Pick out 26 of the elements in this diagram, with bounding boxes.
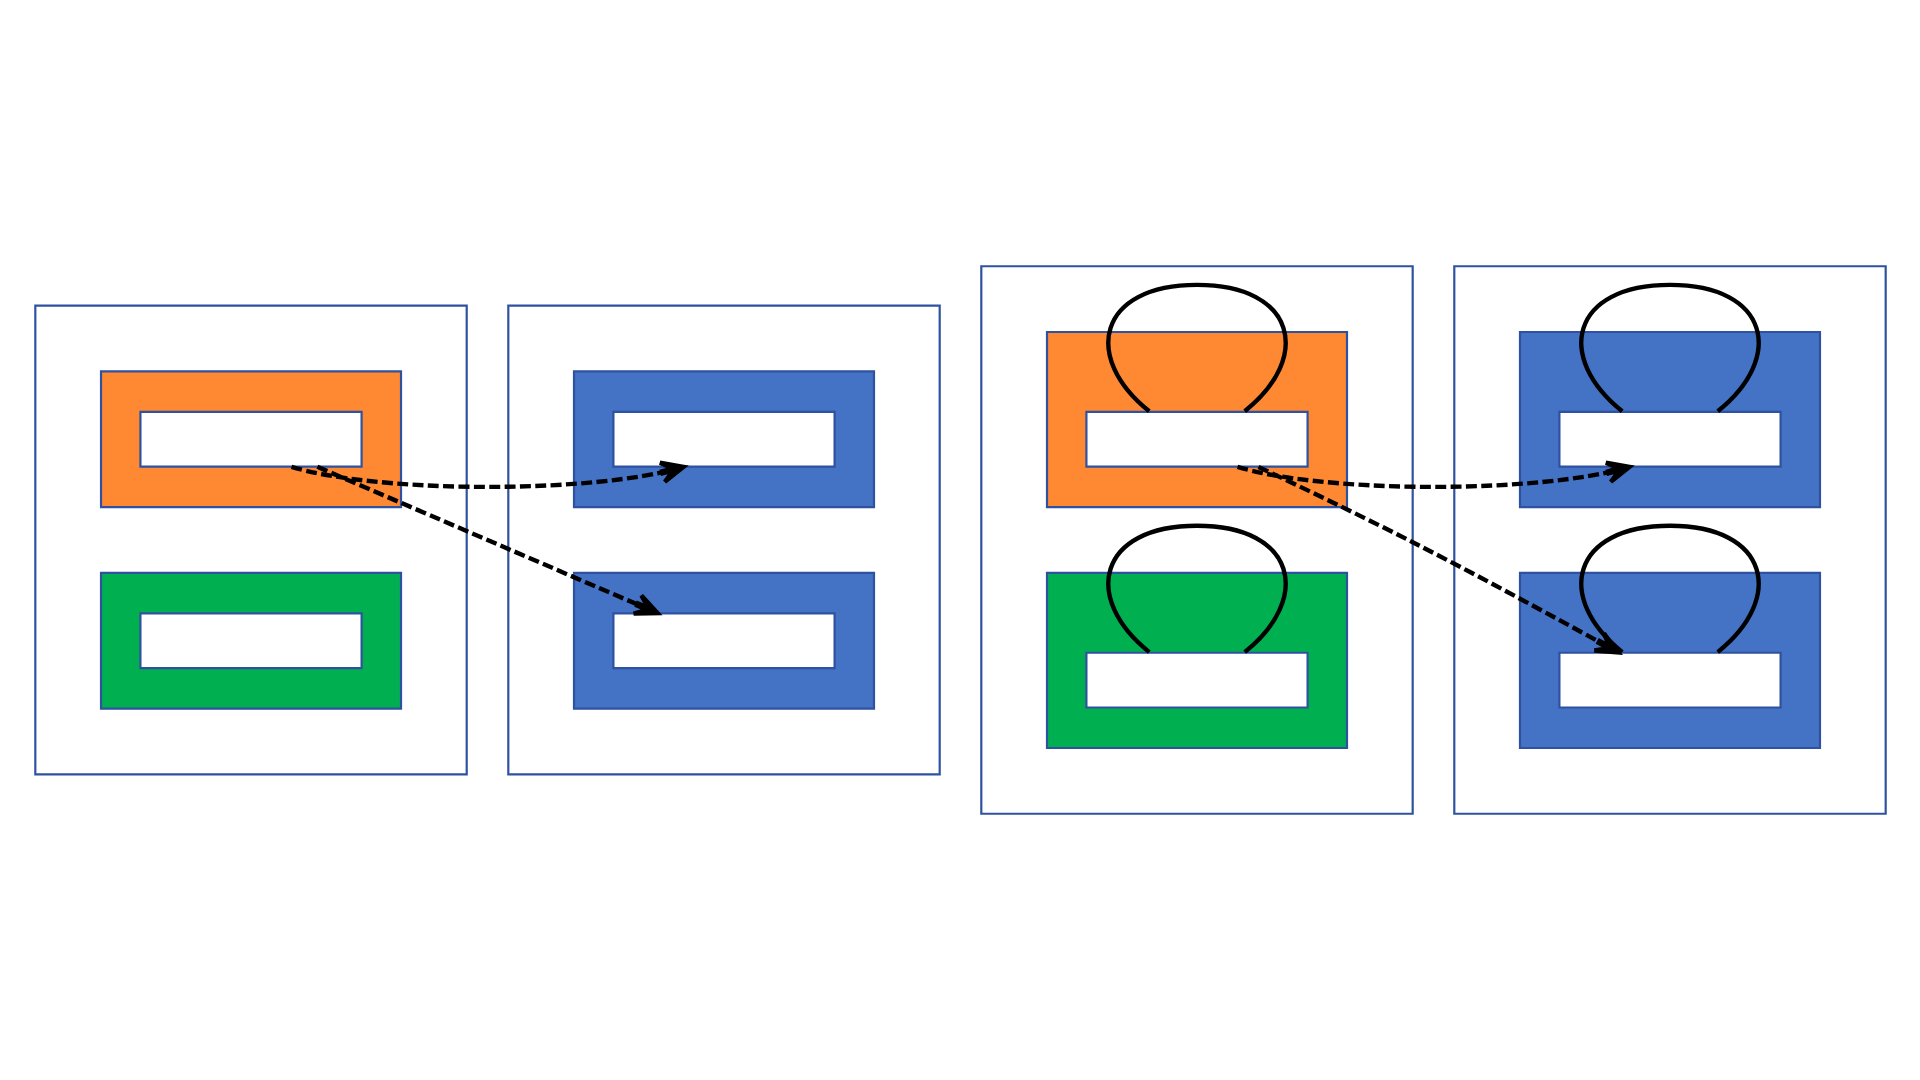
node-box	[138, 612, 363, 670]
node-box	[138, 410, 363, 468]
cluster	[1045, 330, 1348, 509]
node-box	[611, 410, 836, 468]
arrow	[1236, 460, 1632, 489]
arrow	[316, 464, 660, 616]
arrow	[290, 460, 686, 489]
connector	[1105, 282, 1288, 413]
cluster	[1452, 265, 1887, 815]
node-box	[611, 612, 836, 670]
cluster	[979, 265, 1414, 815]
node-box	[1084, 651, 1309, 709]
connector	[1578, 282, 1761, 413]
cluster	[572, 571, 875, 710]
cluster	[99, 571, 402, 710]
node-box	[1084, 410, 1309, 468]
cluster	[572, 370, 875, 509]
cluster	[1518, 330, 1821, 509]
cluster	[33, 304, 468, 776]
cluster	[99, 370, 402, 509]
node-box	[1557, 410, 1782, 468]
cluster	[1045, 571, 1348, 750]
node-box	[1557, 651, 1782, 709]
connector	[1105, 523, 1288, 654]
cluster	[506, 304, 941, 776]
cluster	[1518, 571, 1821, 750]
